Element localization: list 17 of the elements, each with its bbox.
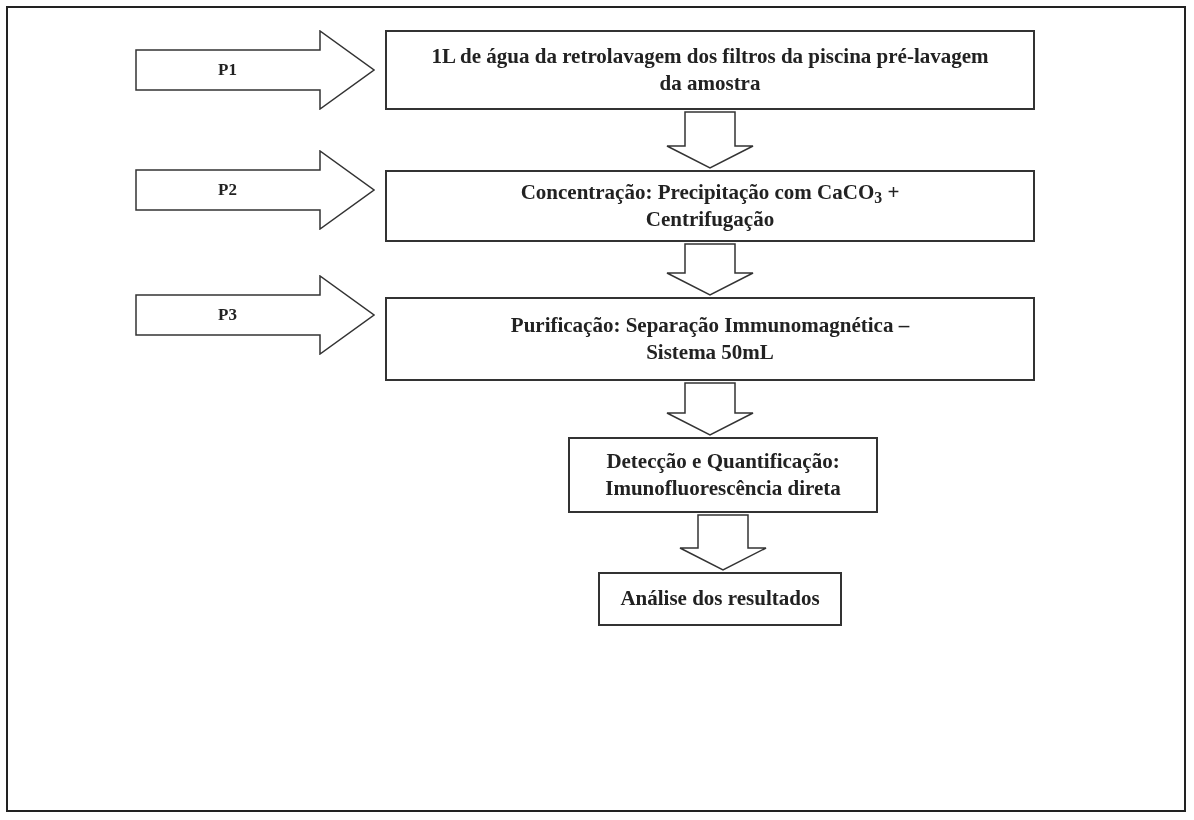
step-label: P1 bbox=[218, 59, 237, 82]
process-box bbox=[598, 572, 842, 626]
step-label: P2 bbox=[218, 179, 237, 202]
block-arrow bbox=[666, 111, 754, 169]
process-text: Detecção e Quantificação: Imunofluorescência direta bbox=[604, 447, 842, 502]
block-arrow bbox=[679, 514, 767, 571]
process-box bbox=[385, 170, 1035, 242]
process-text: Concentração: Precipitação com CaCO$_{3}$ + Centrifugação bbox=[519, 178, 901, 233]
process-text: Análise dos resultados bbox=[620, 585, 820, 613]
block-arrow bbox=[666, 243, 754, 296]
process-box bbox=[385, 30, 1035, 110]
process-text: 1L de água da retrolavagem dos filtros da piscina pré-lavagem da amostra bbox=[430, 42, 990, 97]
step-label: P3 bbox=[218, 304, 237, 327]
process-text: Purificação: Separação Immunomagnética – Sistema 50mL bbox=[509, 311, 911, 366]
block-arrow bbox=[666, 382, 754, 436]
process-box bbox=[385, 297, 1035, 381]
process-box bbox=[568, 437, 878, 513]
